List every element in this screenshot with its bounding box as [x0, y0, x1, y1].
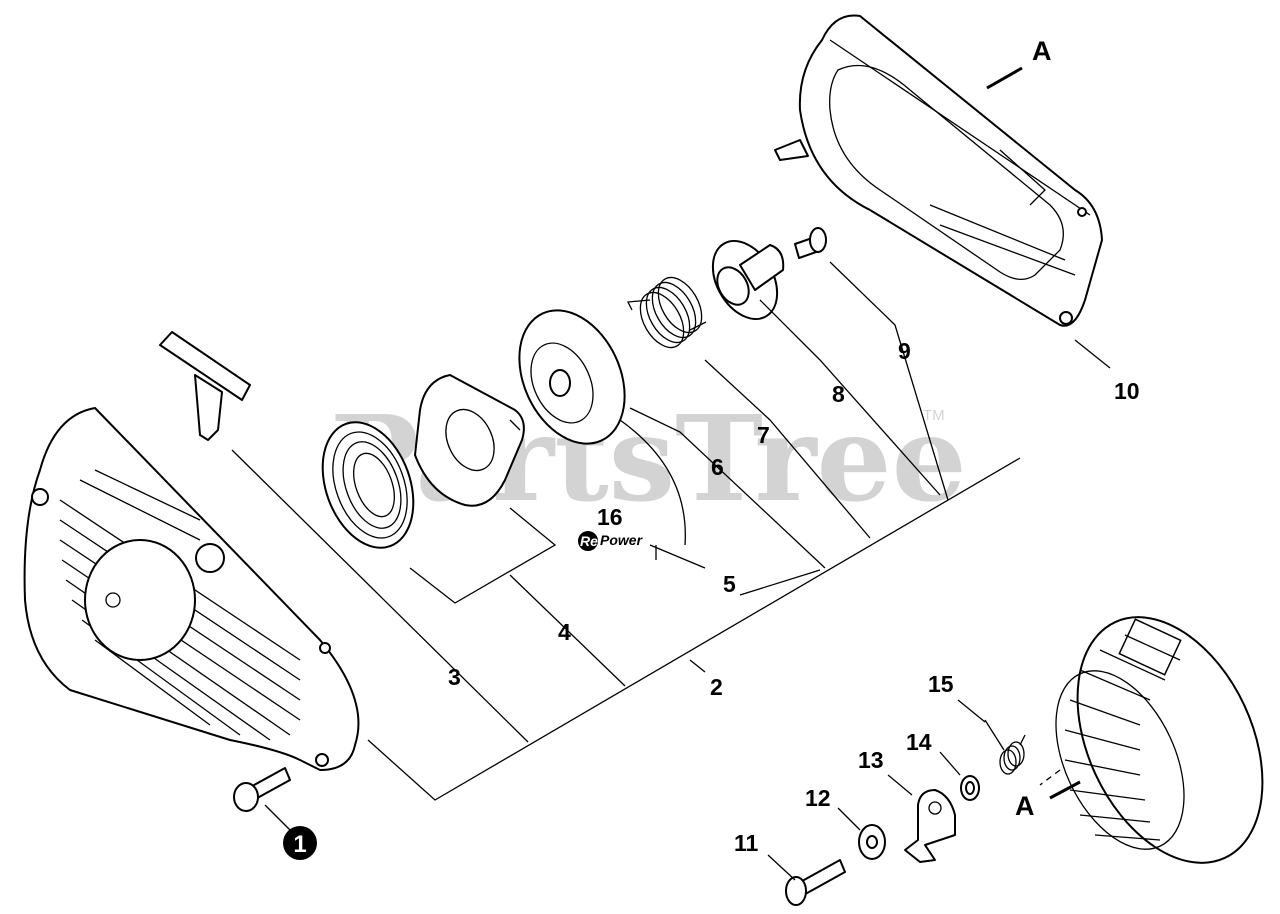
leader-lines — [231, 66, 1111, 881]
screw-1[interactable] — [233, 767, 291, 812]
label-7: 7 — [757, 422, 770, 448]
label-a-bottom: A — [1015, 791, 1035, 821]
starter-housing-2[interactable] — [23, 407, 360, 771]
label-14: 14 — [906, 729, 932, 755]
note-marker-1 — [283, 826, 317, 860]
repower-badge: Re — [580, 533, 598, 549]
screw-9[interactable] — [794, 227, 827, 259]
note-marker-1-label: 1 — [293, 831, 306, 858]
label-15: 15 — [928, 671, 954, 697]
ring-14[interactable] — [960, 775, 980, 801]
starter-handle-3[interactable] — [159, 331, 251, 441]
washer-12[interactable] — [858, 824, 886, 860]
label-2: 2 — [710, 674, 723, 700]
label-3: 3 — [448, 664, 461, 690]
spring-case-5[interactable] — [414, 374, 525, 507]
rope-pulley-6[interactable] — [499, 293, 686, 546]
repower-logo: Re Power — [578, 531, 657, 560]
spring-7[interactable] — [626, 270, 711, 355]
label-4: 4 — [558, 619, 571, 645]
label-a-top: A — [1032, 36, 1052, 66]
label-8: 8 — [832, 381, 845, 407]
watermark-trademark: TM — [923, 407, 945, 424]
recoil-spring-4[interactable] — [306, 410, 429, 561]
bolt-11[interactable] — [785, 859, 846, 906]
label-13: 13 — [858, 747, 884, 773]
label-6: 6 — [711, 454, 724, 480]
label-12: 12 — [805, 785, 831, 811]
label-16: 16 — [597, 504, 623, 530]
bracket-13[interactable] — [904, 789, 956, 863]
label-9: 9 — [898, 338, 911, 364]
flywheel[interactable] — [1030, 588, 1280, 893]
label-5: 5 — [723, 571, 736, 597]
torsion-spring-15[interactable] — [984, 719, 1026, 775]
hub-8[interactable] — [700, 230, 790, 331]
repower-text: Power — [600, 532, 644, 548]
label-11: 11 — [734, 830, 759, 856]
fan-housing-cover[interactable] — [774, 14, 1103, 327]
label-10: 10 — [1114, 378, 1140, 404]
